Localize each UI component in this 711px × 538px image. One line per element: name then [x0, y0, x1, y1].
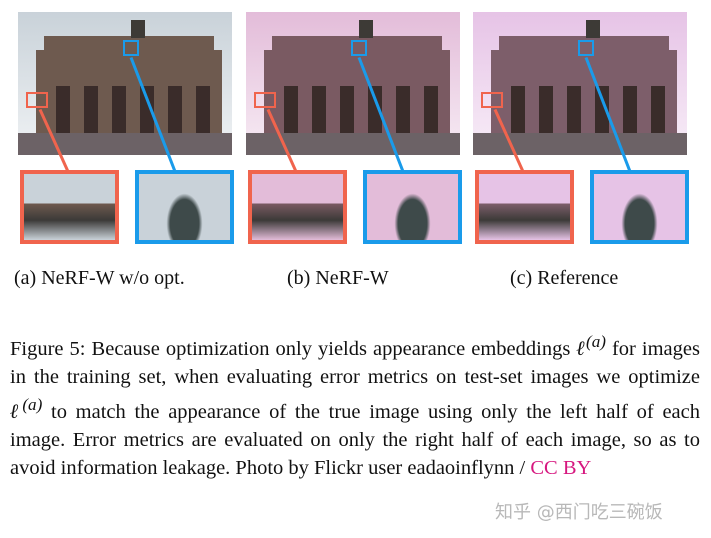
inset-blue	[363, 170, 462, 244]
inset-blue	[590, 170, 689, 244]
caption-text: Figure 5: Because optimization only yiel…	[10, 337, 577, 360]
superscript: (a)	[586, 332, 606, 351]
photo-panel-c	[473, 12, 687, 155]
figure-caption: Figure 5: Because optimization only yiel…	[10, 328, 700, 482]
symbol: ℓ	[10, 400, 23, 423]
caption-text: to match the appearance of the true imag…	[10, 400, 700, 479]
inset-red	[475, 170, 574, 244]
subcaption-b: (b) NeRF-W	[287, 267, 389, 289]
subcaption-c: (c) Reference	[510, 267, 619, 289]
zoom-region-blue	[123, 40, 139, 56]
superscript: (a)	[22, 394, 43, 414]
inset-blue	[135, 170, 234, 244]
zoom-region-red	[481, 92, 503, 108]
zoom-region-blue	[578, 40, 594, 56]
zoom-region-red	[254, 92, 276, 108]
photo-panel-a	[18, 12, 232, 155]
watermark: 知乎 @西门吃三碗饭	[495, 502, 663, 523]
license-link[interactable]: CC BY	[530, 456, 592, 479]
zoom-region-blue	[351, 40, 367, 56]
photo-panel-b	[246, 12, 460, 155]
zoom-region-red	[26, 92, 48, 108]
inset-red	[248, 170, 347, 244]
inset-red	[20, 170, 119, 244]
caption-text: for images in the training set, when eva…	[10, 337, 700, 388]
symbol: ℓ	[576, 337, 587, 360]
subcaption-a: (a) NeRF-W w/o opt.	[14, 267, 185, 289]
